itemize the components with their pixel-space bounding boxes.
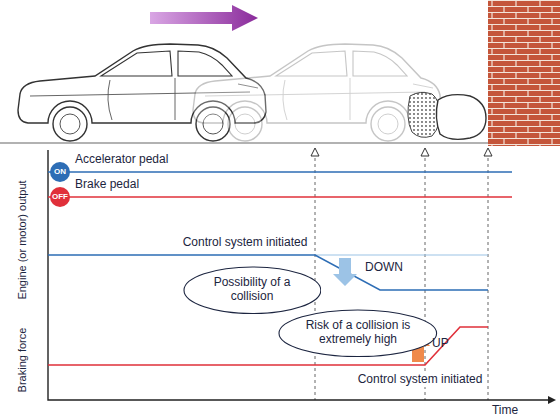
status-ellipse: Possibility of a collision: [183, 266, 322, 315]
off-badge: OFF: [50, 187, 70, 207]
axis-label: Braking force: [16, 328, 29, 393]
ghost-car: [193, 44, 441, 141]
status-ellipse: Risk of a collision is extremely high: [278, 309, 438, 358]
node-text: OFF: [52, 192, 68, 201]
axes: [48, 150, 548, 400]
brick-wall: [488, 0, 560, 146]
node-text: Possibility of a collision: [204, 276, 300, 304]
pedal-label: Accelerator pedal: [75, 153, 168, 167]
accelerator-line: [48, 171, 512, 173]
pedal-label: Brake pedal: [75, 178, 139, 192]
axis-label: Time: [492, 404, 518, 418]
node-text: Risk of a collision is extremely high: [302, 319, 414, 347]
down-arrow: [333, 258, 357, 286]
crumple-zone: [408, 92, 439, 137]
axis-label: Engine (or motor) output: [16, 180, 29, 299]
change-label: DOWN: [365, 261, 403, 275]
node-text: ON: [54, 167, 66, 176]
brake-line: [48, 196, 512, 198]
motion-arrow: [150, 5, 258, 31]
on-badge: ON: [50, 162, 70, 182]
change-label: UP: [432, 337, 449, 351]
crushed-front: [436, 95, 486, 140]
event-label: Control system initiated: [183, 236, 308, 250]
event-label: Control system initiated: [356, 373, 485, 387]
